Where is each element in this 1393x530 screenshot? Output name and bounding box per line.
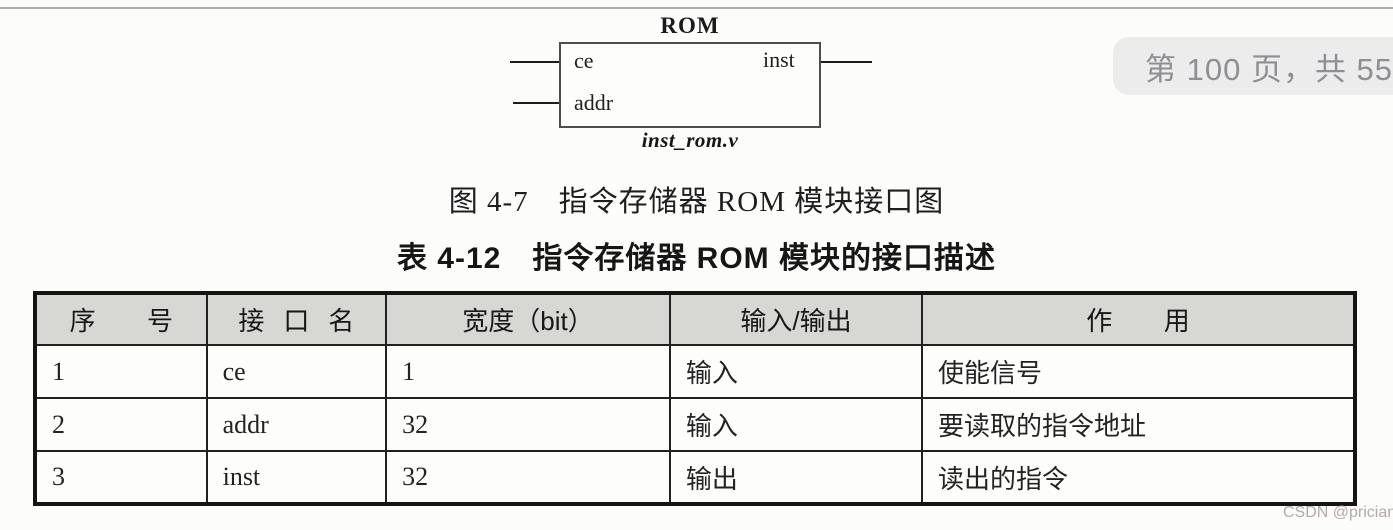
cell-width: 32 (385, 450, 671, 505)
figure-caption: 图 4-7 指令存储器 ROM 模块接口图 (448, 186, 945, 218)
table-row: 3 inst 32 输出 读出的指令 (34, 450, 1356, 505)
cell-width: 1 (385, 344, 671, 399)
cell-width: 32 (385, 397, 671, 452)
cell-name: inst (205, 450, 388, 505)
csdn-watermark: CSDN @prician (1283, 504, 1393, 521)
cell-seq: 2 (34, 397, 208, 452)
page-indicator-badge: 第 100 页，共 553 (1113, 37, 1393, 95)
table-header-row: 序 号 接 口 名 宽度（bit） 输入/输出 作 用 (34, 292, 1356, 346)
cell-seq: 1 (34, 344, 208, 399)
table-row: 1 ce 1 输入 使能信号 (34, 344, 1356, 399)
port-label-addr: addr (574, 90, 614, 115)
port-label-inst: inst (763, 47, 795, 72)
interface-table: 序 号 接 口 名 宽度（bit） 输入/输出 作 用 1 ce 1 输入 使能… (33, 291, 1357, 506)
cell-io: 输入 (668, 344, 924, 399)
table-row: 2 addr 32 输入 要读取的指令地址 (34, 397, 1356, 452)
column-header-io: 输入/输出 (668, 292, 924, 346)
column-header-name: 接 口 名 (205, 292, 388, 346)
column-header-seq: 序 号 (34, 292, 208, 346)
column-header-width: 宽度（bit） (385, 292, 671, 346)
port-label-ce: ce (574, 48, 594, 73)
cell-io: 输出 (668, 450, 924, 505)
cell-seq: 3 (34, 450, 208, 505)
table-caption: 表 4-12 指令存储器 ROM 模块的接口描述 (396, 242, 997, 275)
cell-role: 要读取的指令地址 (921, 397, 1356, 452)
top-divider-line (0, 7, 1393, 9)
input-wire-addr (513, 102, 559, 104)
rom-module-box (559, 42, 821, 128)
cell-role: 使能信号 (921, 344, 1356, 399)
cell-io: 输入 (668, 397, 924, 452)
cell-role: 读出的指令 (921, 450, 1356, 505)
input-wire-ce (510, 61, 559, 63)
column-header-role: 作 用 (921, 292, 1356, 346)
rom-filename-label: inst_rom.v (641, 128, 739, 152)
rom-module-title: ROM (660, 13, 720, 38)
cell-name: addr (205, 397, 388, 452)
output-wire-inst (821, 61, 872, 63)
cell-name: ce (205, 344, 388, 399)
